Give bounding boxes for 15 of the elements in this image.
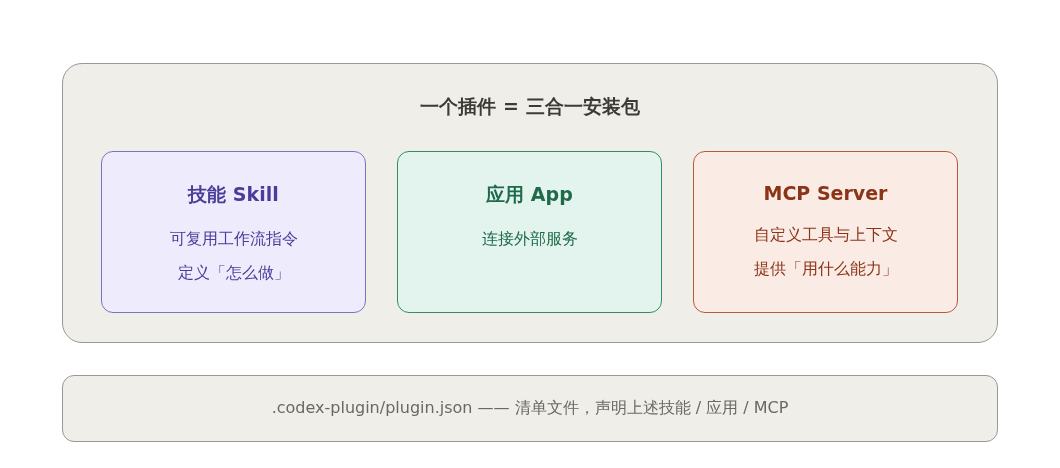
- card-description: 连接外部服务: [481, 228, 578, 250]
- manifest-bar: [62, 375, 998, 442]
- component-card: [101, 151, 366, 313]
- card-title: 应用 App: [486, 182, 573, 207]
- panel-title: 一个插件 = 三合一安装包: [419, 94, 641, 119]
- card-title: 技能 Skill: [188, 182, 279, 207]
- component-card: [397, 151, 662, 313]
- card-description: 定义「怎么做」: [177, 262, 290, 284]
- manifest-text: .codex-plugin/plugin.json —— 清单文件，声明上述技能 / 应用 / MCP: [271, 398, 789, 419]
- card-title: MCP Server: [763, 182, 888, 204]
- component-card: [693, 151, 958, 313]
- plugin-panel: [62, 63, 998, 343]
- card-description: 提供「用什么能力」: [753, 258, 898, 280]
- card-description: 可复用工作流指令: [169, 228, 298, 250]
- card-description: 自定义工具与上下文: [753, 224, 898, 246]
